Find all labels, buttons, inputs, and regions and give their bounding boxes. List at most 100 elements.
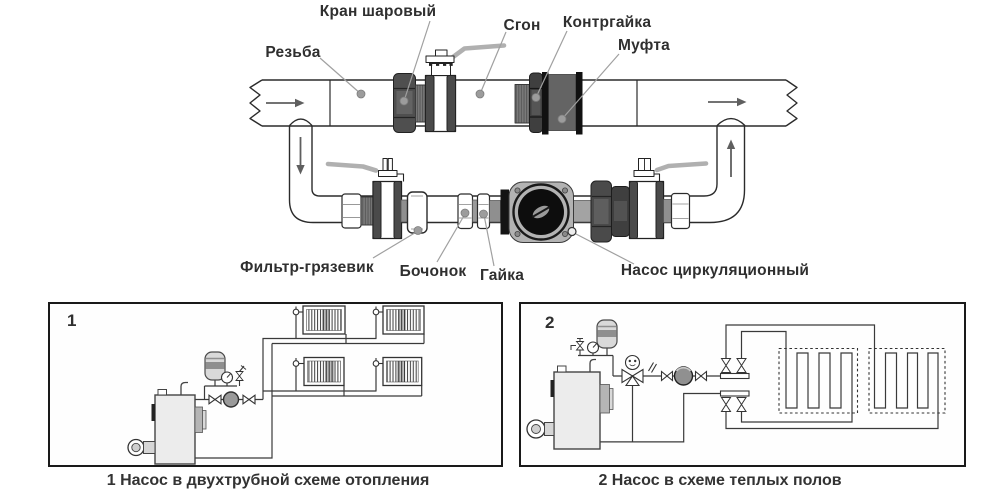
pump-outlet xyxy=(573,200,592,223)
label-strainer: Фильтр-грязевик xyxy=(240,259,374,276)
leader-locknut xyxy=(535,30,568,98)
flow-arrow-in xyxy=(266,98,305,108)
elbow-bump-right xyxy=(716,117,746,127)
pipe-break-mark xyxy=(648,362,657,373)
label-barrel: Бочонок xyxy=(399,263,467,280)
supply-manifold xyxy=(719,372,750,380)
scheme-1-pipes xyxy=(195,315,425,459)
valve-thread xyxy=(415,84,426,123)
radiator-br xyxy=(372,356,423,387)
valve-actuator xyxy=(624,354,641,371)
leader-barrel xyxy=(436,213,466,263)
scheme-2-boiler xyxy=(526,358,614,450)
scheme-2 xyxy=(519,302,966,467)
ball-valve-right xyxy=(628,158,709,240)
manifold-valve-bottom-1 xyxy=(720,397,732,412)
three-way-valve xyxy=(621,354,644,387)
leader-pump xyxy=(575,233,635,265)
label-thread: Резьба xyxy=(265,44,321,61)
leader-lines xyxy=(319,20,635,267)
coupling-flange-right xyxy=(576,72,583,135)
s2-valve-1 xyxy=(660,370,674,382)
pump-bolt xyxy=(567,226,577,237)
label-coupling: Муфта xyxy=(618,37,670,54)
nipple-locknut-coupling xyxy=(514,72,583,135)
s2-loop-left-circuit xyxy=(740,330,853,423)
manifold-valve-top-2 xyxy=(736,358,747,373)
valve-handle-left xyxy=(325,161,379,173)
valve-flange xyxy=(425,55,455,63)
strainer xyxy=(400,191,428,234)
s2-valve-2 xyxy=(694,370,708,382)
leader-thread xyxy=(319,57,362,95)
scheme-2-caption: 2 Насос в схеме теплых полов xyxy=(598,472,842,489)
pipe-break-left xyxy=(249,79,263,127)
scheme-2-number: 2 xyxy=(545,313,555,332)
leader-ball-valve xyxy=(403,20,431,102)
leader-nipple xyxy=(479,31,507,95)
pump-flange xyxy=(500,189,509,235)
scheme-1 xyxy=(48,302,503,467)
boiler-chimney xyxy=(589,358,596,372)
circulation-pump xyxy=(489,181,592,243)
scheme-2-floor-loops xyxy=(778,347,946,414)
s2-return xyxy=(600,392,721,443)
flow-arrow-up xyxy=(726,139,736,177)
scheme-1-security-group xyxy=(204,351,247,386)
manifold-valve-top-1 xyxy=(720,358,732,373)
s1-return-riser xyxy=(195,343,273,459)
scheme-2-manifolds xyxy=(719,358,750,412)
safety-valve xyxy=(570,338,585,356)
union-nut-white xyxy=(670,192,691,230)
union-nut-white xyxy=(341,193,362,229)
elbow-bump-left xyxy=(288,118,313,127)
radiator-tl xyxy=(292,305,346,335)
pump-slot xyxy=(531,205,551,219)
s1-supply-riser-top xyxy=(262,337,377,400)
radiator-tr xyxy=(372,305,425,335)
ball-valve-left xyxy=(325,158,405,240)
flow-arrow-out xyxy=(708,97,747,107)
leader-dots xyxy=(356,89,567,235)
leader-coupling xyxy=(561,53,620,120)
pipe-break-right xyxy=(785,79,798,127)
scheme-1-caption: 1 Насос в двухтрубной схеме отопления xyxy=(106,472,430,489)
scheme-1-box xyxy=(48,302,503,467)
flow-arrows xyxy=(266,97,747,177)
label-circulation-pump: Насос циркуляционный xyxy=(620,262,810,279)
s2-loop-right-circuit xyxy=(725,324,939,430)
scheme-2-mixing-unit xyxy=(621,354,708,387)
boiler-chimney xyxy=(180,381,188,395)
flow-arrow-down xyxy=(296,137,305,175)
valve-stem xyxy=(431,63,451,76)
radiator-bl xyxy=(292,356,345,387)
safety-valve xyxy=(235,365,247,386)
scheme-2-security-group xyxy=(570,319,618,356)
pump-inlet xyxy=(489,200,501,223)
valve-handle-right xyxy=(654,161,709,173)
drain-cock xyxy=(570,345,576,350)
leader-nut xyxy=(483,214,495,267)
floor-loop-right xyxy=(868,347,946,414)
coupling-flange-left xyxy=(542,72,549,135)
scheme-1-pump-group xyxy=(208,391,256,408)
label-nut: Гайка xyxy=(479,267,525,284)
pump-ring xyxy=(512,183,570,241)
main-pipe xyxy=(249,79,798,127)
scheme-1-radiators xyxy=(292,305,425,387)
label-locknut: Контргайка xyxy=(562,14,652,31)
scheme-1-boiler xyxy=(127,381,207,465)
return-manifold xyxy=(719,390,750,397)
valve-cap xyxy=(435,49,448,57)
s1-valve-2 xyxy=(242,394,256,405)
top-assembly xyxy=(249,20,798,267)
leader-strainer xyxy=(372,230,419,259)
scheme-1-number: 1 xyxy=(67,311,77,330)
label-nipple: Сгон xyxy=(503,17,541,34)
manifold-valve-bottom-2 xyxy=(736,397,747,412)
nipple-thread xyxy=(514,84,531,124)
label-ball-valve: Кран шаровый xyxy=(319,3,437,20)
s1-pump xyxy=(222,391,240,408)
